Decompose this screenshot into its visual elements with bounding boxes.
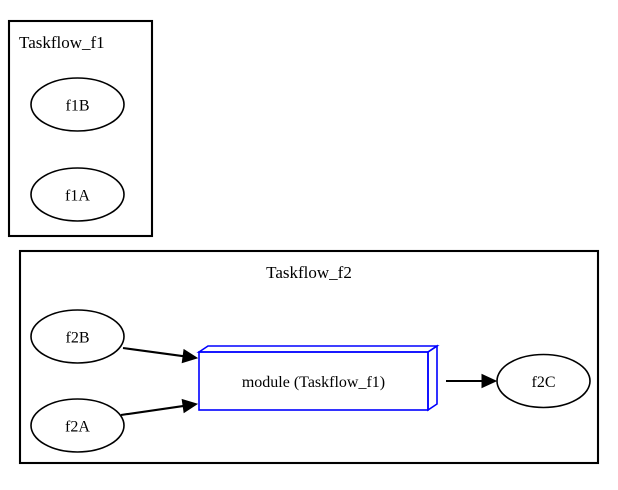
- edge-module-f2C-arrowhead: [481, 373, 498, 389]
- node-f1A-label: f1A: [65, 188, 90, 205]
- edge-f2B-module-arrowhead: [181, 348, 199, 364]
- edge-f2B-module-line: [122, 346, 189, 358]
- node-f2A[interactable]: f2A: [30, 398, 125, 453]
- node-module-taskflow-f1[interactable]: module (Taskflow_f1): [196, 344, 440, 412]
- node-f2B[interactable]: f2B: [30, 309, 125, 364]
- module-top-face: [196, 345, 440, 353]
- edge-module-f2C: [446, 373, 498, 389]
- cluster-taskflow-f1-label: Taskflow_f1: [19, 33, 105, 52]
- module-right-face: [427, 344, 438, 412]
- node-f1A-shape[interactable]: [30, 167, 125, 222]
- node-f2C[interactable]: f2C: [496, 353, 591, 409]
- cluster-taskflow-f2-border: [18, 249, 600, 465]
- node-f1A[interactable]: f1A: [30, 167, 125, 222]
- cluster-taskflow-f2: Taskflow_f2: [18, 249, 600, 465]
- cluster-taskflow-f1: Taskflow_f1: [7, 19, 154, 238]
- edge-f2B-module: [122, 346, 199, 364]
- node-f1B-shape[interactable]: [30, 77, 125, 132]
- edge-f2A-module-arrowhead: [181, 398, 199, 414]
- node-f2C-shape[interactable]: [496, 353, 591, 409]
- node-f2A-label: f2A: [65, 419, 90, 436]
- node-f1B-label: f1B: [66, 98, 90, 115]
- node-f2B-shape[interactable]: [30, 309, 125, 364]
- node-module-label: module (Taskflow_f1): [242, 374, 385, 391]
- edge-f2A-module: [120, 398, 199, 417]
- edge-f2A-module-line: [120, 404, 189, 417]
- node-f2B-label: f2B: [66, 330, 90, 347]
- cluster-taskflow-f2-label: Taskflow_f2: [266, 263, 352, 282]
- node-f2A-shape[interactable]: [30, 398, 125, 453]
- node-f1B[interactable]: f1B: [30, 77, 125, 132]
- node-f2C-label: f2C: [532, 374, 556, 391]
- cluster-taskflow-f1-border: [7, 19, 154, 238]
